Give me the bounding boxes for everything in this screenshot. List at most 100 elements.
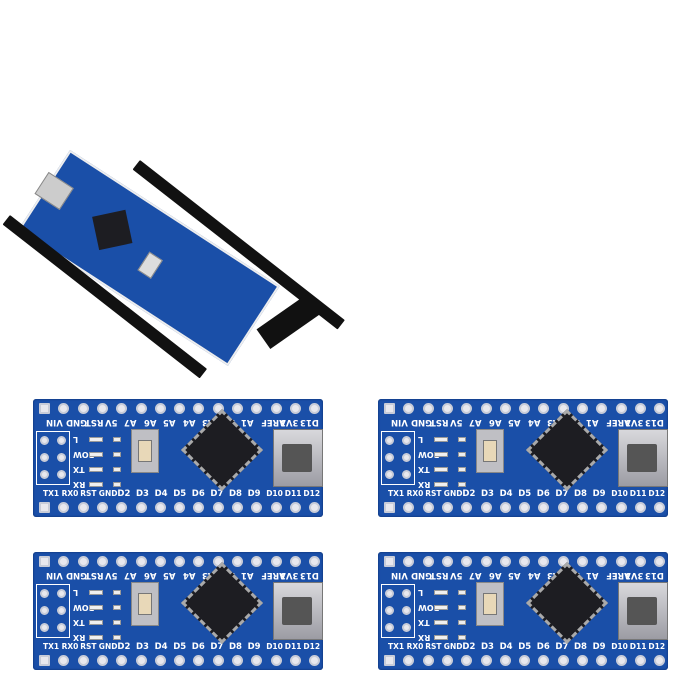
icsp-pin xyxy=(57,606,66,615)
pin-label: 5V xyxy=(449,417,463,427)
header-pin xyxy=(58,403,70,414)
icsp-header xyxy=(381,584,415,638)
header-pin xyxy=(538,655,550,666)
led-icon xyxy=(434,605,448,610)
pin-label: D3 xyxy=(136,642,149,652)
nano-board: VINGNDRST5VA7A6A5A4A3A2A1AREF3V3D13TX1RX… xyxy=(378,399,668,517)
icsp-pin xyxy=(57,470,66,479)
pin-label: 3V3 xyxy=(280,570,299,580)
led-icon xyxy=(89,635,103,640)
header-pin xyxy=(499,502,511,513)
header-pin xyxy=(96,502,108,513)
led-label: L xyxy=(73,435,79,444)
pin-label: RST xyxy=(80,642,97,651)
pin-label: A4 xyxy=(182,570,196,580)
led-icon xyxy=(434,590,448,595)
icsp-pin xyxy=(57,436,66,445)
icsp-pin xyxy=(385,589,394,598)
pin-label: D8 xyxy=(229,489,242,499)
pin-label: GND xyxy=(98,642,118,651)
icsp-pin xyxy=(402,606,411,615)
pin-label: RX0 xyxy=(406,489,424,498)
header-pin xyxy=(519,655,531,666)
led-label: RX xyxy=(418,633,431,642)
header-pin xyxy=(615,502,627,513)
pin-label: RST xyxy=(85,570,104,580)
pin-label: TX1 xyxy=(43,489,60,498)
header-pin xyxy=(441,655,453,666)
pin-label: VIN xyxy=(391,570,408,580)
pin-label: VIN xyxy=(391,417,408,427)
pin-label: D2 xyxy=(117,642,131,652)
header-pin xyxy=(232,502,243,513)
header-pin xyxy=(251,556,263,567)
pin-label: D10 xyxy=(266,642,283,651)
icsp-header xyxy=(381,431,415,485)
pin-label: 3V3 xyxy=(625,417,644,427)
reset-button xyxy=(131,582,159,626)
header-pin xyxy=(116,556,128,567)
resistor-icon xyxy=(113,590,121,595)
pin-label: D5 xyxy=(173,642,187,652)
header-pin xyxy=(596,403,608,414)
header-pin xyxy=(634,655,646,666)
pin-label: RX0 xyxy=(61,489,79,498)
pin-label: 5V xyxy=(449,570,463,580)
pin-label: D4 xyxy=(499,489,513,499)
icsp-pin xyxy=(402,470,411,479)
angled-board-photo xyxy=(0,0,350,379)
header-pin xyxy=(557,655,569,666)
icsp-pin xyxy=(402,589,411,598)
icsp-pin xyxy=(385,453,394,462)
header-pin xyxy=(577,655,588,666)
reset-button-cap xyxy=(138,440,152,462)
header-pin xyxy=(480,655,492,666)
header-pin xyxy=(135,403,147,414)
pin-label: D7 xyxy=(555,642,569,652)
pin-label: GND xyxy=(443,489,463,498)
led-icon xyxy=(89,437,103,442)
pin-label: D2 xyxy=(462,642,476,652)
icsp-pin xyxy=(57,453,66,462)
header-pin xyxy=(116,655,128,666)
pin-label: D3 xyxy=(481,642,494,652)
header-pin xyxy=(596,655,608,666)
header-pin xyxy=(461,556,473,567)
icsp-pin xyxy=(385,470,394,479)
pin-label: RST xyxy=(425,642,442,651)
pin-label: A1 xyxy=(586,570,599,580)
icsp-header xyxy=(36,431,70,485)
reset-button-cap xyxy=(138,593,152,615)
pin-label: D10 xyxy=(266,489,283,498)
pin-label: D12 xyxy=(648,489,666,498)
pin-label: D5 xyxy=(173,489,187,499)
icsp-pin xyxy=(40,470,49,479)
header-pin xyxy=(39,556,50,567)
header-pin xyxy=(557,502,569,513)
icsp-pin xyxy=(402,436,411,445)
header-pin xyxy=(289,655,301,666)
pin-label: D7 xyxy=(555,489,569,499)
pin-label: VIN xyxy=(46,570,63,580)
led-icon xyxy=(434,437,448,442)
resistor-icon xyxy=(458,635,466,640)
header-pin xyxy=(174,502,186,513)
header-pin xyxy=(270,502,282,513)
pin-label: VIN xyxy=(46,417,63,427)
pin-label: D11 xyxy=(284,642,302,651)
header-pin xyxy=(634,403,646,414)
header-pin xyxy=(39,502,50,513)
pin-label: GND xyxy=(443,642,463,651)
icsp-pin xyxy=(57,589,66,598)
header-pin xyxy=(193,502,205,513)
icsp-pin xyxy=(385,623,394,632)
pin-label: GND xyxy=(65,417,87,427)
pin-label: D6 xyxy=(191,489,205,499)
header-pin xyxy=(403,655,415,666)
resistor-icon xyxy=(458,605,466,610)
header-pin xyxy=(174,655,186,666)
led-label: L xyxy=(418,435,424,444)
pin-label: RX0 xyxy=(406,642,424,651)
resistor-icon xyxy=(113,467,121,472)
pin-label: D9 xyxy=(247,489,261,499)
